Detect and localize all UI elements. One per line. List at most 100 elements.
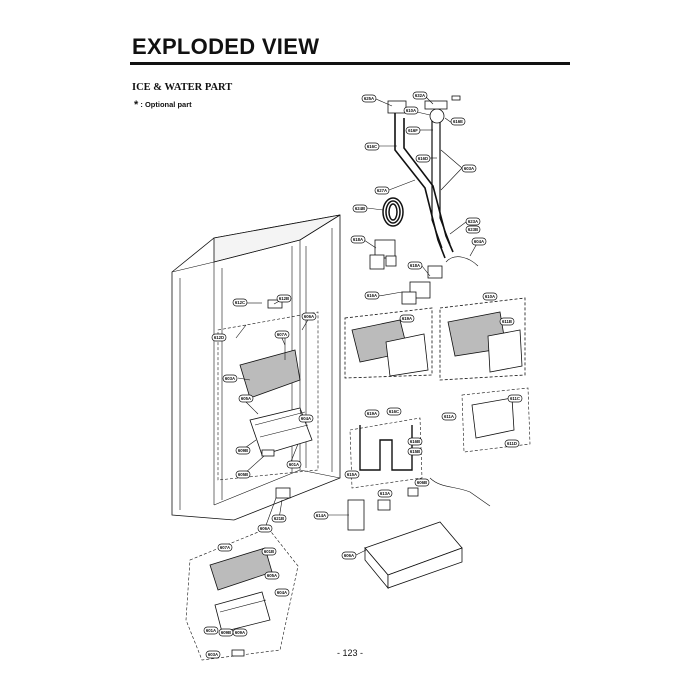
svg-text:609A: 609A <box>235 630 245 635</box>
callout-611C: 611C <box>507 394 523 403</box>
svg-text:611A: 611A <box>444 414 454 419</box>
svg-text:604A: 604A <box>301 416 311 421</box>
callout-606A-low: 606A <box>257 524 273 533</box>
callout-612D: 612D <box>211 333 227 342</box>
duct-and-tray <box>349 387 531 507</box>
svg-text:615B: 615B <box>410 449 420 454</box>
callout-606A: 606A <box>301 312 317 321</box>
svg-text:619A: 619A <box>367 411 377 416</box>
svg-text:624B: 624B <box>355 206 365 211</box>
svg-text:616E: 616E <box>453 119 463 124</box>
svg-text:612C: 612C <box>235 300 245 305</box>
callout-616F: 616F <box>405 126 421 135</box>
svg-text:623B: 623B <box>468 227 478 232</box>
callout-619A-mid: 619A <box>364 409 380 418</box>
svg-text:605A: 605A <box>267 573 277 578</box>
callout-632A: 632A <box>412 91 428 100</box>
callout-621B: 621B <box>271 514 287 523</box>
callout-605A: 605A <box>238 394 254 403</box>
svg-text:616C: 616C <box>389 409 399 414</box>
svg-text:605A: 605A <box>241 396 251 401</box>
callout-604A-low: 604A <box>274 588 290 597</box>
svg-text:616A: 616A <box>367 293 377 298</box>
callout-616D: 616D <box>415 154 431 163</box>
optional-asterisk: * <box>134 99 139 111</box>
svg-text:607A: 607A <box>220 545 230 550</box>
svg-text:601A: 601A <box>206 628 216 633</box>
lower-icemaker-detail <box>185 487 299 661</box>
callout-603A-left: 603A <box>222 374 238 383</box>
svg-text:614A: 614A <box>316 513 326 518</box>
section-title: ICE & WATER PART <box>132 82 233 93</box>
svg-text:616B: 616B <box>410 439 420 444</box>
svg-text:611B: 611B <box>502 319 512 324</box>
svg-text:606B: 606B <box>417 480 427 485</box>
callout-607A-low: 607A <box>217 543 233 552</box>
callout-603A-top: 603A <box>461 164 477 173</box>
callout-labels: 625A 632A 610A 616E 616F 616C 616D 603A … <box>203 91 523 659</box>
callout-609B-low: 609B <box>218 628 234 637</box>
optional-part-text: : Optional part <box>140 100 192 109</box>
svg-text:601B: 601B <box>264 549 274 554</box>
svg-text:612D: 612D <box>214 335 224 340</box>
svg-text:611D: 611D <box>507 441 517 446</box>
optional-part-note: * : Optional part <box>134 99 192 111</box>
callout-611B: 611B <box>499 317 515 326</box>
callout-610A-right: 610A <box>482 292 498 301</box>
callout-615A: 615A <box>344 470 360 479</box>
callout-601A-low: 601A <box>203 626 219 635</box>
svg-text:611C: 611C <box>510 396 520 401</box>
svg-text:601A: 601A <box>289 462 299 467</box>
svg-text:610A: 610A <box>485 294 495 299</box>
svg-text:613A: 613A <box>380 491 390 496</box>
callout-605A-low: 605A <box>264 571 280 580</box>
callout-604A-right: 604A <box>471 237 487 246</box>
callout-607A: 607A <box>274 330 290 339</box>
callout-604A-left: 604A <box>298 414 314 423</box>
page-title: EXPLODED VIEW <box>132 34 320 59</box>
svg-text:604A: 604A <box>277 590 287 595</box>
svg-text:607A: 607A <box>277 332 287 337</box>
svg-text:618A: 618A <box>353 237 363 242</box>
callout-627A: 627A <box>374 186 390 195</box>
svg-text:616F: 616F <box>408 128 418 133</box>
callout-625A: 625A <box>361 94 377 103</box>
callout-616A: 616A <box>364 291 380 300</box>
callout-606B: 606B <box>414 478 430 487</box>
callout-612C: 612C <box>232 298 248 307</box>
icemaker-detail-frame <box>217 299 319 481</box>
callout-613A: 613A <box>377 489 393 498</box>
title-rule <box>130 62 570 65</box>
svg-text:632A: 632A <box>415 93 425 98</box>
svg-text:603A: 603A <box>208 652 218 657</box>
callout-616C: 616C <box>364 142 380 151</box>
callout-618A-a: 618A <box>350 235 366 244</box>
svg-text:605B: 605B <box>238 472 248 477</box>
svg-text:604A: 604A <box>474 239 484 244</box>
callout-609B: 609B <box>235 446 251 455</box>
svg-text:603A: 603A <box>225 376 235 381</box>
svg-text:606A: 606A <box>344 553 354 558</box>
svg-text:610A: 610A <box>406 108 416 113</box>
callout-603A-low: 603A <box>205 650 221 659</box>
svg-text:616D: 616D <box>418 156 428 161</box>
svg-text:603A: 603A <box>464 166 474 171</box>
svg-text:609B: 609B <box>238 448 248 453</box>
svg-text:621B: 621B <box>274 516 284 521</box>
callout-605B: 605B <box>235 470 251 479</box>
callout-623A: 623A <box>465 217 481 226</box>
callout-619A: 619A <box>399 314 415 323</box>
callout-611A: 611A <box>441 412 457 421</box>
svg-text:606A: 606A <box>304 314 314 319</box>
callout-623B: 623B <box>465 225 481 234</box>
callout-624B: 624B <box>352 204 368 213</box>
svg-text:625A: 625A <box>364 96 374 101</box>
callout-616B: 616B <box>407 437 423 446</box>
ice-buckets <box>344 297 526 381</box>
callout-614A: 614A <box>313 511 329 520</box>
callout-601B-low: 601B <box>261 547 277 556</box>
svg-text:606A: 606A <box>260 526 270 531</box>
callout-609A-low: 609A <box>232 628 248 637</box>
dispenser-control-box <box>347 487 463 590</box>
